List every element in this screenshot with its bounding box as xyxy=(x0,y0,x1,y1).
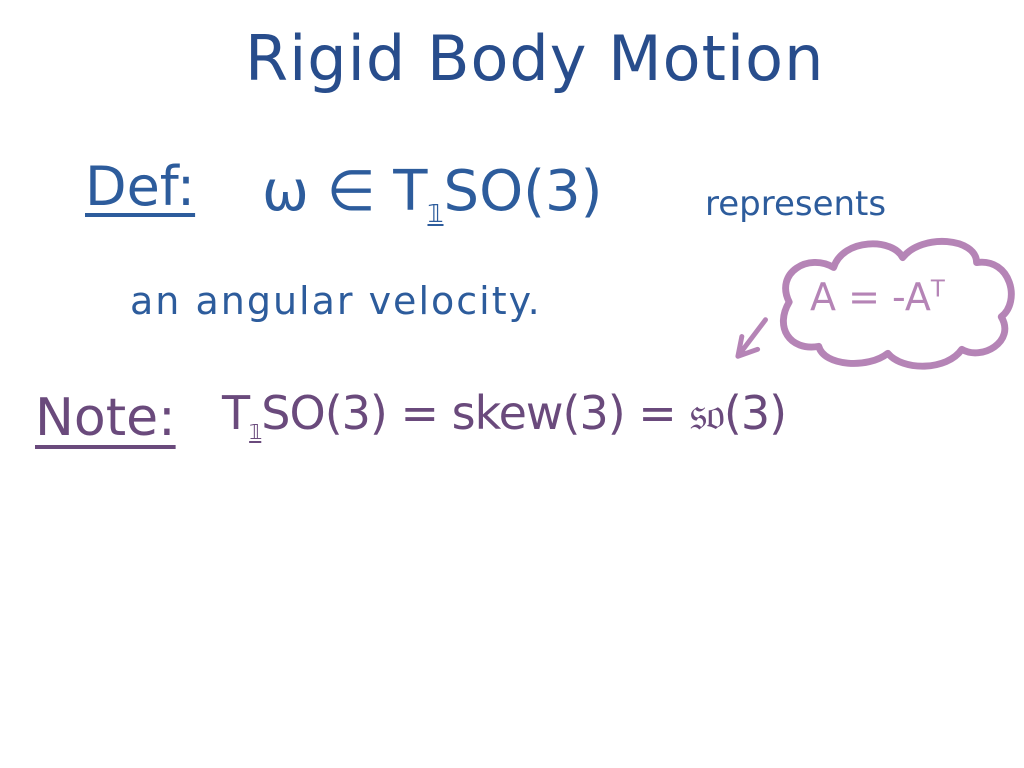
tangent-T: T xyxy=(222,386,250,440)
identity-subscript: 𝟙 xyxy=(427,199,444,229)
definition-label: Def: xyxy=(85,155,196,218)
identity-subscript: 𝟙 xyxy=(249,420,262,445)
thought-bubble-icon xyxy=(735,237,1015,370)
antisymmetric-equation: A = -A xyxy=(810,275,931,319)
page-title: Rigid Body Motion xyxy=(245,22,825,95)
transpose-superscript: T xyxy=(930,276,945,303)
group-so3: SO(3) xyxy=(443,159,603,224)
lie-algebra-equality: SO(3) = skew(3) = 𝔰𝔬(3) xyxy=(261,386,787,440)
definition-text-angular-velocity: an angular velocity. xyxy=(130,279,542,323)
definition-text-represents: represents xyxy=(705,184,887,224)
definition-formula: ω ∈ T𝟙SO(3) xyxy=(262,164,602,229)
note-label: Note: xyxy=(35,388,176,448)
thought-bubble-text: A = -AT xyxy=(810,278,945,316)
note-formula: T𝟙SO(3) = skew(3) = 𝔰𝔬(3) xyxy=(222,390,787,445)
omega-in-tangent: ω ∈ T xyxy=(262,159,428,224)
